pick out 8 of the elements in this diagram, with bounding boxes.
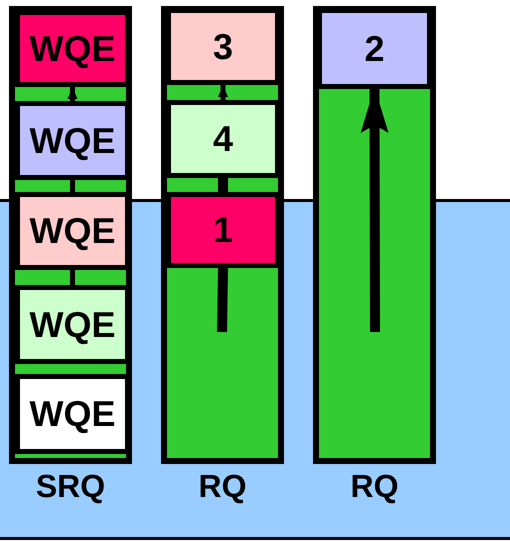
queue-label: SRQ [34,470,106,502]
arrow [68,87,78,101]
arrow [360,87,389,332]
arrow [218,85,228,100]
queue-label: RQ [350,470,400,502]
queue-label: RQ [198,470,248,502]
queue-entry-box: 4 [166,100,280,178]
queue-entry-box: 1 [166,192,280,268]
